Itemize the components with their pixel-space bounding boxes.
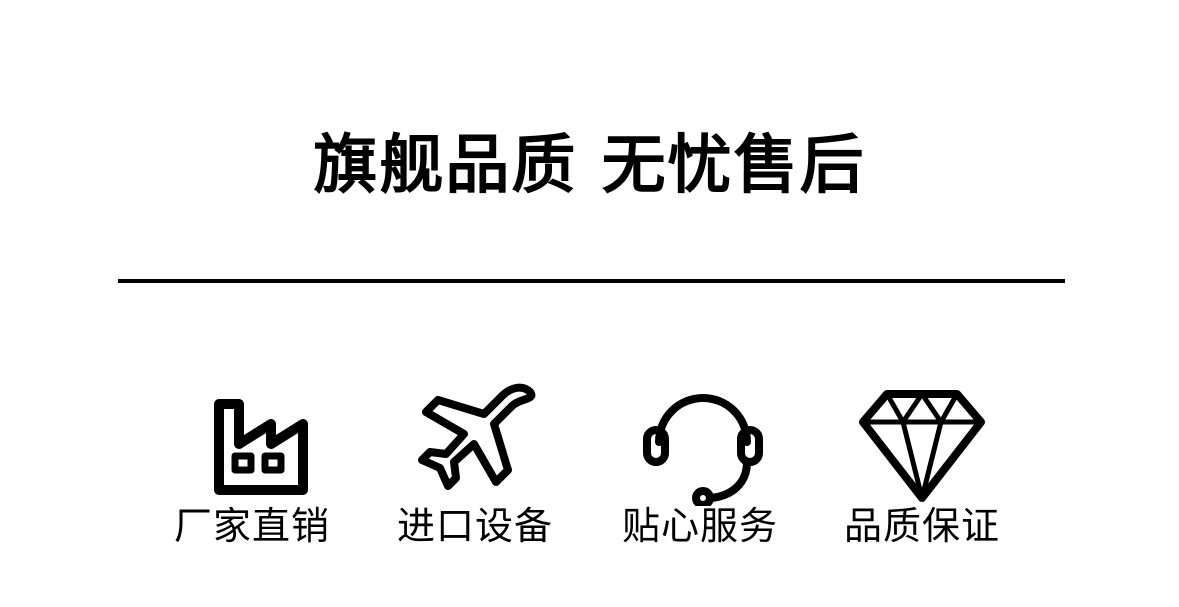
feature-list: 厂家直销 进口设备 贴心服务: [0, 380, 1179, 560]
diamond-icon: [857, 380, 987, 506]
page-title: 旗舰品质 无忧售后: [313, 129, 866, 203]
airplane-icon: [410, 380, 540, 506]
feature-label: 厂家直销: [173, 504, 330, 548]
feature-item-quality-assurance: 品质保证: [812, 380, 1032, 555]
feature-label: 贴心服务: [621, 504, 778, 548]
feature-label: 进口设备: [396, 504, 553, 548]
factory-icon: [187, 380, 317, 506]
feature-item-considerate-service: 贴心服务: [590, 380, 810, 555]
feature-item-factory-direct: 厂家直销: [142, 380, 362, 555]
feature-item-imported-equipment: 进口设备: [365, 380, 585, 555]
feature-label: 品质保证: [843, 504, 1000, 548]
divider: [118, 279, 1065, 283]
headset-icon: [635, 380, 765, 506]
